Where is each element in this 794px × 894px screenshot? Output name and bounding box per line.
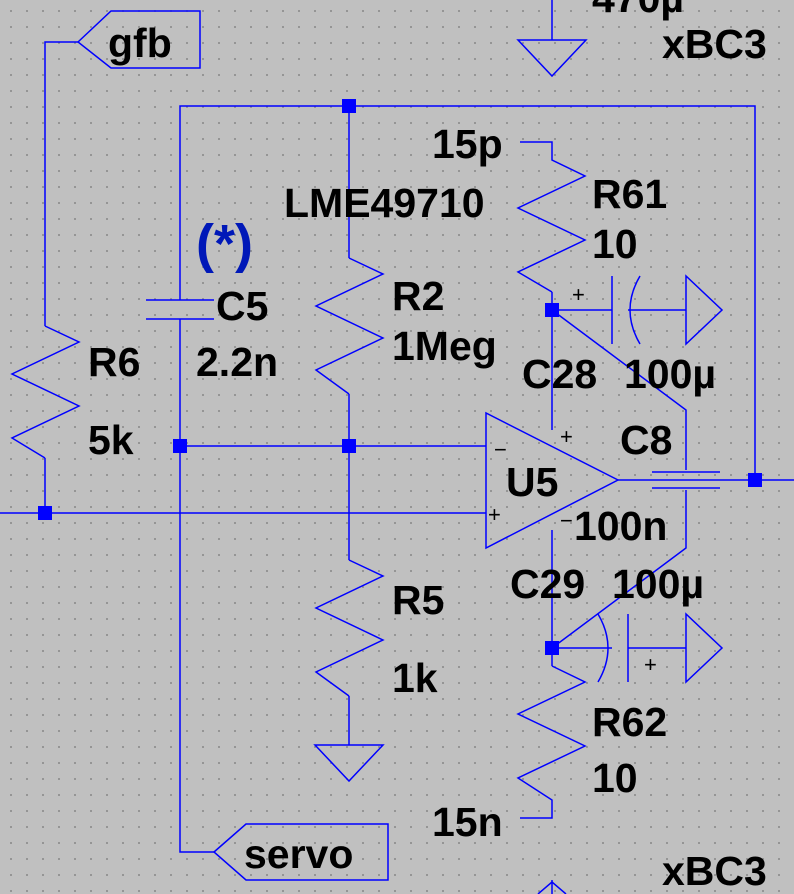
wire-c8-bottom: [551, 490, 687, 649]
capacitor-c28[interactable]: +: [572, 275, 641, 345]
junction-dot: [342, 439, 356, 453]
partial-label-bottom: xBC3: [662, 848, 767, 894]
c8-value: 100n: [574, 503, 667, 549]
ground-symbol-r5: [313, 744, 385, 783]
partial-label-top: xBC3: [662, 21, 767, 67]
net-label-servo-text: servo: [244, 831, 353, 877]
junction-dot: [173, 439, 187, 453]
resistor-r61[interactable]: [516, 141, 587, 293]
c29-value: 100µ: [612, 561, 704, 607]
c28-value: 100µ: [624, 351, 716, 397]
opamp-vplus-pin: +: [560, 424, 573, 449]
c28-plus-sign: +: [572, 282, 585, 307]
junction-dot: [748, 473, 762, 487]
partial-symbol-bottom: [537, 881, 567, 894]
wire-c8-top: [551, 309, 687, 470]
opamp-plus-pin: +: [488, 502, 501, 527]
c29-plus-sign: +: [644, 652, 657, 677]
u5-name: U5: [506, 459, 558, 505]
resistor-r6[interactable]: [10, 325, 81, 459]
r6-name: R6: [88, 339, 140, 385]
junction-dot: [545, 641, 559, 655]
capacitor-c8[interactable]: [652, 471, 720, 489]
c29-name: C29: [510, 561, 585, 607]
junctions: [38, 99, 762, 655]
c5-value: 2.2n: [196, 339, 278, 385]
r61-name: R61: [592, 171, 667, 217]
r5-value: 1k: [392, 655, 438, 701]
r61-value: 10: [592, 221, 638, 267]
r6-value: 5k: [88, 417, 134, 463]
junction-dot: [342, 99, 356, 113]
r62-cap-value: 15n: [432, 799, 503, 845]
net-label-gfb[interactable]: gfb: [76, 10, 201, 69]
r5-name: R5: [392, 577, 444, 623]
wire-gfb-net: [44, 41, 78, 326]
capacitor-c5[interactable]: [146, 299, 214, 320]
wire-servo-net: [179, 446, 214, 853]
r2-name: R2: [392, 273, 444, 319]
ground-symbol-c29: [685, 612, 724, 684]
opamp-minus-pin: −: [494, 437, 507, 462]
ground-symbol-top: [516, 39, 588, 78]
partial-value-top: 470µ: [592, 0, 684, 21]
r61-cap-value: 15p: [432, 121, 503, 167]
c5-name: C5: [216, 283, 268, 329]
c28-name: C28: [522, 351, 597, 397]
resistor-r2[interactable]: [314, 257, 385, 395]
ground-symbol-c28: [685, 274, 724, 346]
u5-model-label: LME49710: [284, 180, 485, 226]
c5-note: (*): [196, 214, 253, 274]
net-label-servo[interactable]: servo: [212, 823, 389, 881]
opamp-u5[interactable]: − + + −: [485, 411, 620, 550]
net-label-gfb-flag: [76, 10, 201, 69]
net-label-servo-flag: [212, 823, 389, 881]
capacitor-c29[interactable]: +: [597, 613, 657, 683]
resistor-r62[interactable]: [516, 665, 587, 819]
r62-value: 10: [592, 755, 638, 801]
r62-name: R62: [592, 699, 667, 745]
junction-dot: [38, 506, 52, 520]
junction-dot: [545, 303, 559, 317]
net-label-gfb-text: gfb: [108, 20, 172, 66]
c8-name: C8: [620, 417, 672, 463]
opamp-vminus-pin: −: [560, 508, 573, 533]
wire-feedback-rail: [179, 105, 756, 480]
r2-value: 1Meg: [392, 323, 497, 369]
resistor-r5[interactable]: [314, 559, 385, 697]
